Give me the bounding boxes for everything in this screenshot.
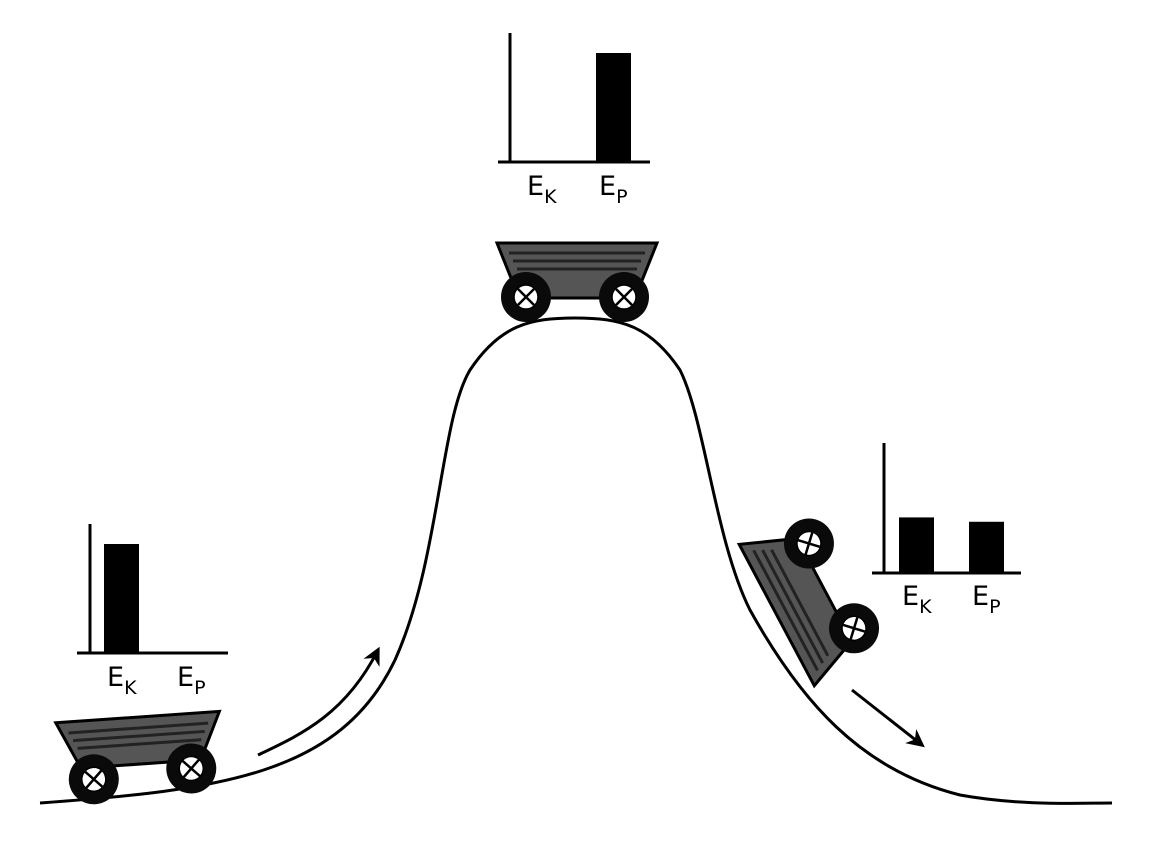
- cart-stripe: [752, 549, 819, 672]
- wheel-icon: [599, 272, 649, 322]
- cart-stripe: [761, 549, 825, 664]
- ek-label: EK: [107, 662, 137, 699]
- bar-ep: [969, 521, 1004, 573]
- wheel-icon: [501, 272, 551, 322]
- cart-downhill: [736, 518, 880, 689]
- cart-stripe: [68, 721, 209, 735]
- bar-ek: [899, 517, 934, 573]
- energy-chart-right: EK EP: [872, 443, 1021, 618]
- downhill-arrow: [851, 688, 925, 748]
- cart-top: [494, 241, 660, 322]
- bar-ep: [596, 53, 631, 162]
- wheel-icon: [68, 754, 119, 805]
- energy-chart-top: EK EP: [498, 33, 650, 208]
- energy-chart-bottom-left: EK EP: [77, 524, 228, 699]
- uphill-arrow: [257, 646, 380, 757]
- cart-stripe: [770, 549, 830, 657]
- cart-bottom-left: [53, 709, 222, 805]
- ep-label: EP: [177, 662, 206, 699]
- wheel-icon: [829, 603, 880, 654]
- ek-label: EK: [902, 581, 932, 618]
- ek-label: EK: [527, 171, 557, 208]
- hill-track: [39, 316, 1113, 805]
- wheel-icon: [783, 518, 834, 569]
- ep-label: EP: [599, 171, 628, 208]
- ep-label: EP: [972, 581, 1001, 618]
- bar-ek: [104, 544, 139, 653]
- wheel-icon: [166, 743, 217, 794]
- cart-stripe: [77, 738, 202, 750]
- cart-stripe: [72, 729, 205, 743]
